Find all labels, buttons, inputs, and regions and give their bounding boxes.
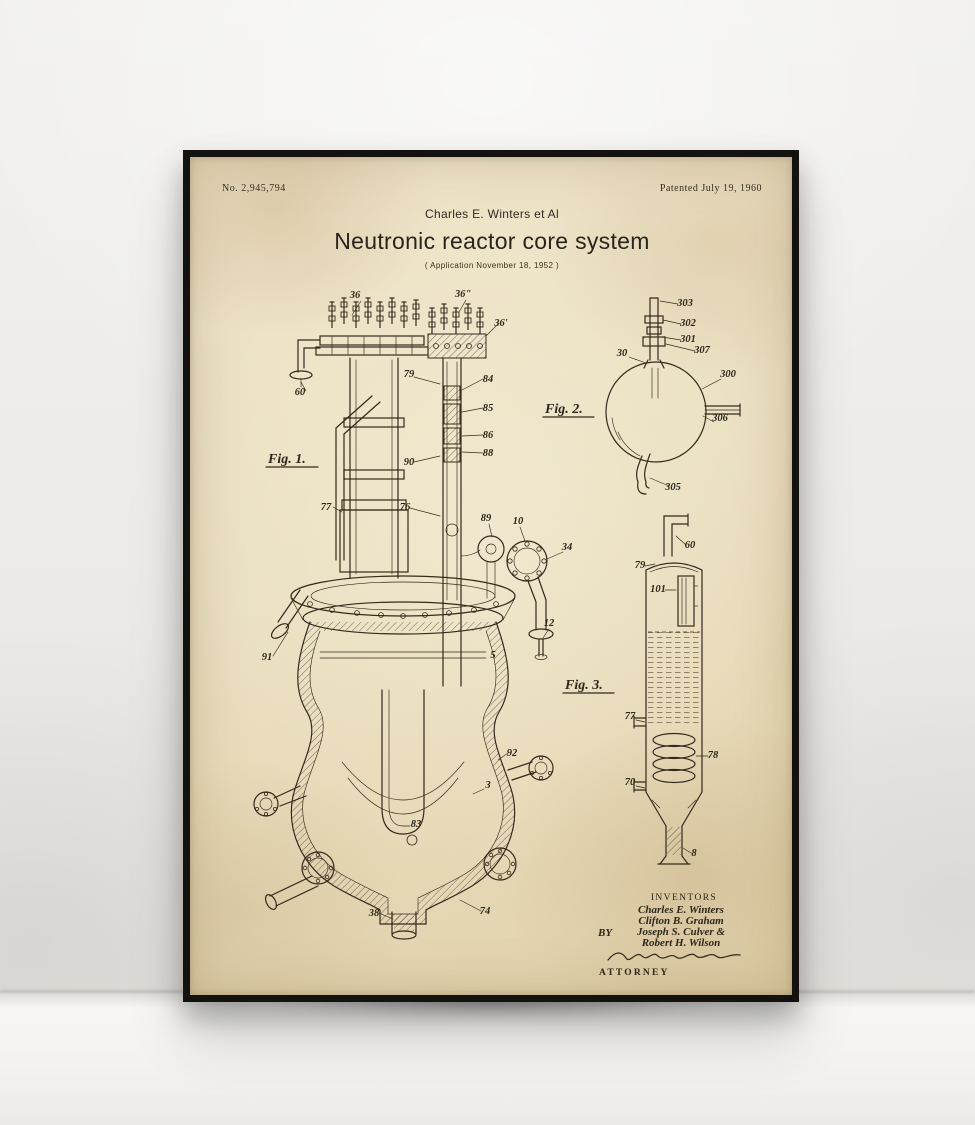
fig1-leader-lines xyxy=(272,299,564,920)
part-number-83: 83 xyxy=(411,819,422,830)
top-flange xyxy=(319,335,425,346)
part-number-3: 3 xyxy=(484,780,490,791)
fig1-caption: Fig. 1. xyxy=(267,452,306,467)
fig3-caption: Fig. 3. xyxy=(564,678,603,693)
top-bolt-studs xyxy=(328,297,484,335)
part-number-300: 300 xyxy=(719,369,737,380)
shield-cap xyxy=(427,333,487,359)
application-line: ( Application November 18, 1952 ) xyxy=(425,261,559,270)
part-number-84: 84 xyxy=(483,374,494,385)
part-number-77: 77 xyxy=(625,711,636,722)
fig2-leader-lines xyxy=(628,300,722,487)
attorney-label: ATTORNEY xyxy=(599,968,670,978)
inventor-name-2: Clifton B. Graham xyxy=(638,915,724,927)
sphere-vessel xyxy=(605,361,707,463)
part-number-307: 307 xyxy=(693,345,711,356)
figure-3-drawing: Fig. 3. 60 79 101 77 78 70 8 xyxy=(562,513,719,865)
part-number-79: 79 xyxy=(635,560,646,571)
part-number-101: 101 xyxy=(650,584,666,595)
part-number-70: 70 xyxy=(625,777,636,788)
mid-flange xyxy=(270,575,516,639)
floor xyxy=(0,992,975,1125)
part-number-12: 12 xyxy=(544,618,555,629)
part-number-79: 79 xyxy=(404,369,415,380)
part-number-30: 30 xyxy=(616,348,628,359)
part-number-85: 85 xyxy=(483,403,494,414)
part-number-89: 89 xyxy=(481,513,492,524)
fig3-leader-lines xyxy=(635,535,709,854)
right-flange-fittings xyxy=(460,535,554,660)
part-number-38: 38 xyxy=(368,908,380,919)
poster-header: No. 2,945,794 Patented July 19, 1960 Cha… xyxy=(222,183,762,270)
part-number-90: 90 xyxy=(404,457,415,468)
sensor-tube xyxy=(677,575,695,627)
part-number-91: 91 xyxy=(262,652,273,663)
part-number-88: 88 xyxy=(483,448,494,459)
coil xyxy=(652,732,696,748)
inventor-name-3: Joseph S. Culver & xyxy=(636,926,725,938)
control-rod-tube xyxy=(442,357,462,687)
part-number-78: 78 xyxy=(708,750,719,761)
figure-1-drawing: Fig. 1. 36 36" 36' 60 79 84 85 86 88 90 77 76 89 10 34… xyxy=(253,289,573,940)
part-number-305: 305 xyxy=(664,482,681,493)
part-number-76: 76 xyxy=(400,502,411,513)
reactor-vessel xyxy=(290,621,516,925)
fig1-part-numbers: 36 36" 36' 60 79 84 85 86 88 90 77 76 89 10 34 12 5 91 92 3… xyxy=(262,289,573,919)
fig3-part-numbers: 60 79 101 77 78 70 8 xyxy=(625,540,719,859)
poster-title: Neutronic reactor core system xyxy=(334,228,649,254)
patent-drawing: No. 2,945,794 Patented July 19, 1960 Cha… xyxy=(222,183,762,978)
poster-frame: No. 2,945,794 Patented July 19, 1960 Cha… xyxy=(183,150,799,1002)
patent-date: Patented July 19, 1960 xyxy=(660,183,762,194)
patent-poster: No. 2,945,794 Patented July 19, 1960 Cha… xyxy=(190,157,792,995)
part-number-74: 74 xyxy=(480,906,491,917)
part-number-34: 34 xyxy=(561,542,573,553)
part-number-5: 5 xyxy=(490,650,495,661)
bottom-drain-pipe xyxy=(391,911,417,940)
part-number-86: 86 xyxy=(483,430,494,441)
left-inlet-pipe xyxy=(289,339,321,388)
diagonal-pipe xyxy=(335,395,381,561)
part-number-36": 36" xyxy=(454,289,472,300)
part-number-36': 36' xyxy=(493,318,508,329)
part-number-60: 60 xyxy=(685,540,696,551)
part-number-303: 303 xyxy=(676,298,693,309)
upper-column xyxy=(339,357,409,579)
liquid-fill xyxy=(648,632,700,726)
inventors-block: INVENTORS Charles E. Winters Clifton B. … xyxy=(597,893,741,978)
inventor-name-1: Charles E. Winters xyxy=(638,904,724,916)
part-number-36: 36 xyxy=(349,290,361,301)
part-number-92: 92 xyxy=(507,748,518,759)
fig2-caption: Fig. 2. xyxy=(544,402,583,417)
by-label: BY xyxy=(597,927,613,939)
inventor-name-4: Robert H. Wilson xyxy=(641,937,721,949)
part-number-10: 10 xyxy=(513,516,524,527)
part-number-301: 301 xyxy=(679,334,696,345)
inventor-byline: Charles E. Winters et Al xyxy=(425,207,559,221)
patent-number: No. 2,945,794 xyxy=(222,183,286,194)
part-number-306: 306 xyxy=(711,413,729,424)
part-number-302: 302 xyxy=(679,318,697,329)
side-nozzles xyxy=(253,755,554,910)
inventors-heading: INVENTORS xyxy=(651,893,717,903)
part-number-8: 8 xyxy=(691,848,697,859)
part-number-77: 77 xyxy=(321,502,332,513)
attorney-signature xyxy=(607,952,741,961)
part-number-60: 60 xyxy=(295,387,306,398)
